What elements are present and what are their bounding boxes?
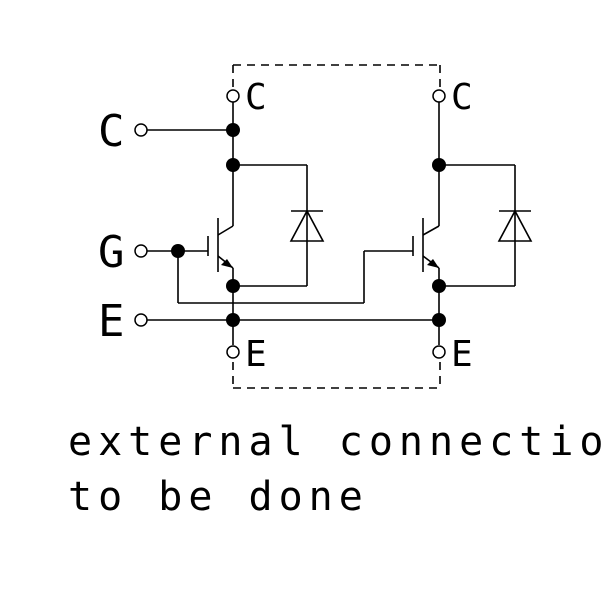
left-leg — [232, 102, 308, 345]
right-diode-symbol — [497, 209, 533, 242]
terminals — [134, 89, 446, 359]
module-outline — [232, 64, 441, 389]
note-line-1: external connection — [68, 419, 610, 465]
junction-dots — [171, 123, 446, 327]
emitter-2-label: E — [451, 334, 473, 375]
right-leg — [438, 102, 516, 345]
ext-gate-label: G — [98, 227, 125, 278]
external-wiring — [147, 129, 439, 321]
collector-1-label: C — [245, 77, 267, 118]
left-diode-symbol — [289, 209, 325, 242]
emitter-1-label: E — [245, 334, 267, 375]
collector-2-label: C — [451, 77, 473, 118]
ext-emitter-label: E — [98, 296, 125, 347]
right-igbt-symbol — [364, 218, 440, 272]
ext-collector-label: C — [98, 106, 125, 157]
left-igbt-symbol — [178, 218, 234, 272]
note-line-2: to be done — [68, 474, 369, 520]
